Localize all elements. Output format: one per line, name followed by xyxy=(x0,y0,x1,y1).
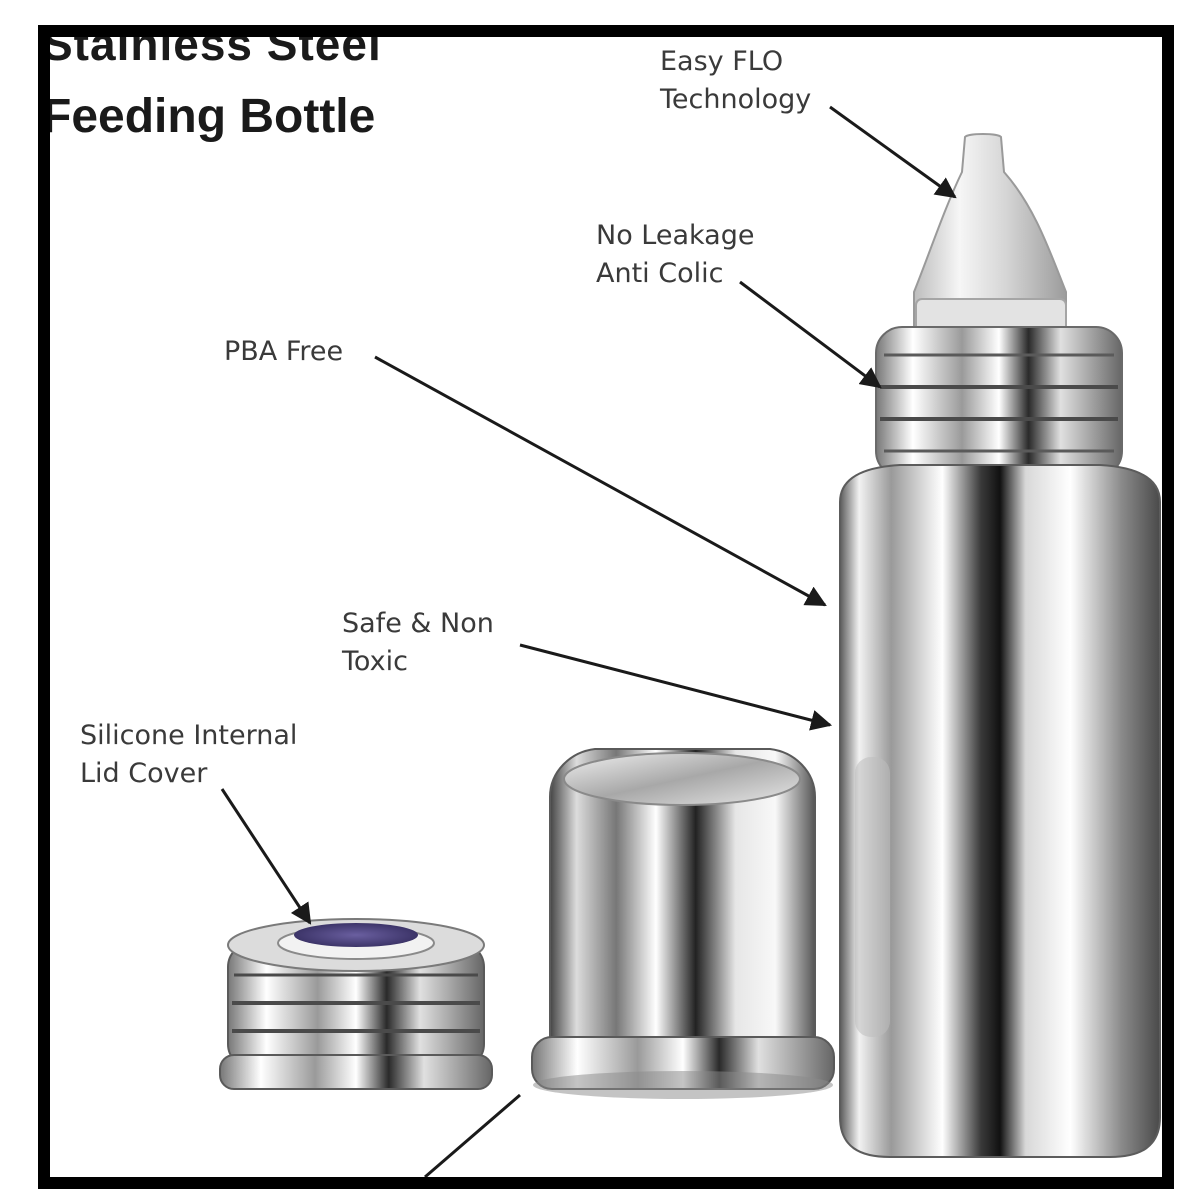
callout-pba-free: PBA Free xyxy=(224,336,344,367)
arrow-no-leakage xyxy=(739,280,882,389)
bottle-body xyxy=(839,464,1161,1158)
callout-safe-non-toxic: Safe & Non Toxic xyxy=(342,608,494,677)
bottle-collar xyxy=(875,326,1123,478)
bottle-cap xyxy=(531,748,835,1099)
product-illustration xyxy=(219,105,1161,1177)
callout-easy-flo: Easy FLO Technology xyxy=(660,46,812,115)
product-canvas: Stainless Steel Feeding Bottle Easy FLO … xyxy=(50,37,1162,1177)
arrow-safe-non-toxic xyxy=(519,643,833,731)
arrow-silicone-lid xyxy=(220,788,312,925)
arrow-easy-flo xyxy=(829,105,957,199)
arrow-bottom-partial xyxy=(424,1093,521,1177)
title-line-2: Feeding Bottle xyxy=(42,90,376,143)
feeding-bottle xyxy=(839,133,1161,1158)
callout-silicone-lid: Silicone Internal Lid Cover xyxy=(80,720,298,789)
arrow-pba-free xyxy=(374,355,827,607)
silicone-disc xyxy=(294,923,418,947)
product-image-frame: Stainless Steel Feeding Bottle Easy FLO … xyxy=(38,25,1174,1189)
title-line-1: Stainless Steel xyxy=(42,25,382,70)
callout-arrows xyxy=(220,105,957,1177)
callout-no-leakage: No Leakage Anti Colic xyxy=(596,220,755,289)
silicone-nipple xyxy=(913,133,1067,328)
lid-with-silicone-cover xyxy=(219,918,493,1090)
